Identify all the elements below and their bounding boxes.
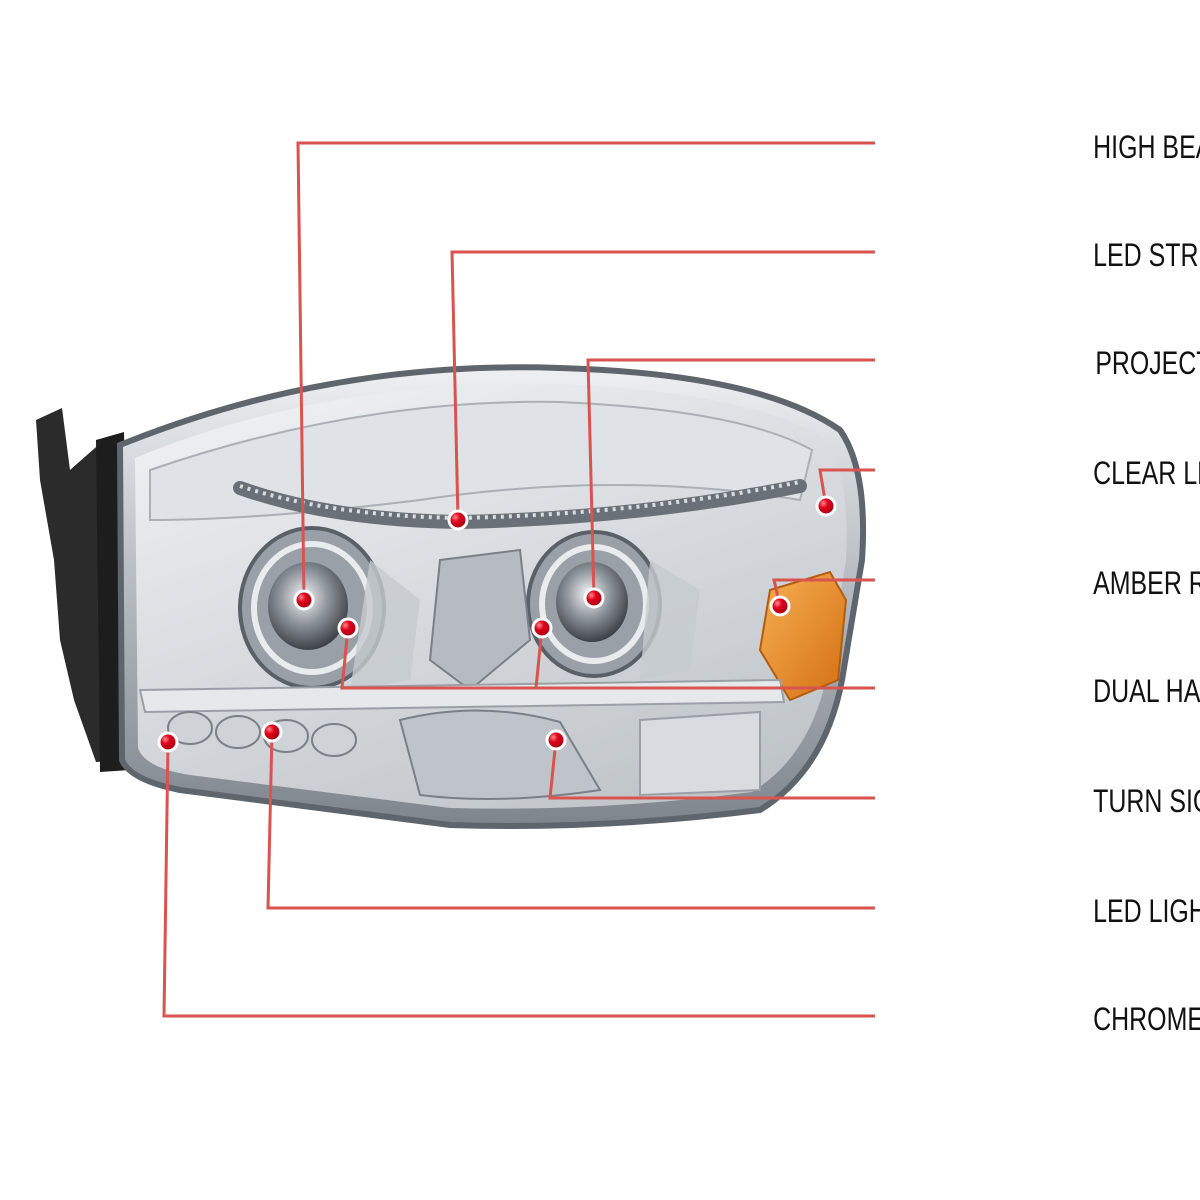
dot-led-strip	[447, 509, 469, 531]
led-strip-highlight	[239, 480, 801, 521]
label-high-beam: HIGH BEAM	[1093, 130, 1200, 166]
dot-led-lights	[261, 721, 283, 743]
label-clear-lens: CLEAR LENS	[1093, 456, 1200, 492]
label-chrome-housing: CHROME HOUSING	[1093, 1002, 1200, 1038]
label-led-strip: LED STRIP	[1093, 238, 1200, 274]
led-strip-bar	[233, 479, 807, 530]
label-dual-halo-rings: DUAL HALO RINGS	[1093, 674, 1200, 710]
callout-line-led-strip	[450, 250, 875, 521]
high-beam-projector	[238, 526, 420, 690]
dot-turn-signal-light	[545, 729, 567, 751]
callout-line-clear-lens	[818, 468, 875, 507]
center-bracket	[428, 548, 532, 692]
callout-line-chrome-housing	[162, 741, 875, 1018]
callout-line-dual-halo-rings	[340, 627, 875, 690]
callout-line-projector-low-beam	[586, 358, 875, 599]
dot-dual-halo-rings-right	[531, 617, 553, 639]
headlight-illustration	[36, 364, 867, 829]
label-turn-signal-light: TURN SIGNAL LIGHT	[1093, 784, 1200, 820]
dot-high-beam	[293, 589, 315, 611]
dot-amber-reflector	[769, 595, 791, 617]
callout-line-high-beam	[296, 141, 875, 601]
dot-dual-halo-rings-left	[337, 617, 359, 639]
callout-lines	[162, 141, 875, 1018]
callout-dots	[157, 495, 837, 753]
dot-chrome-housing	[157, 731, 179, 753]
label-projector-low-beam: PROJECTOR LOW BEAM	[1095, 346, 1200, 382]
callout-line-turn-signal-light	[548, 739, 875, 800]
label-led-lights: LED LIGHTS	[1093, 894, 1200, 930]
callout-labels: HIGH BEAM LED STRIP PROJECTOR LOW BEAM C…	[1093, 130, 1200, 1038]
label-amber-reflector: AMBER REFLECTOR	[1093, 566, 1200, 602]
callout-line-led-lights	[266, 731, 875, 910]
dot-clear-lens	[815, 495, 837, 517]
dot-projector-low-beam	[583, 587, 605, 609]
